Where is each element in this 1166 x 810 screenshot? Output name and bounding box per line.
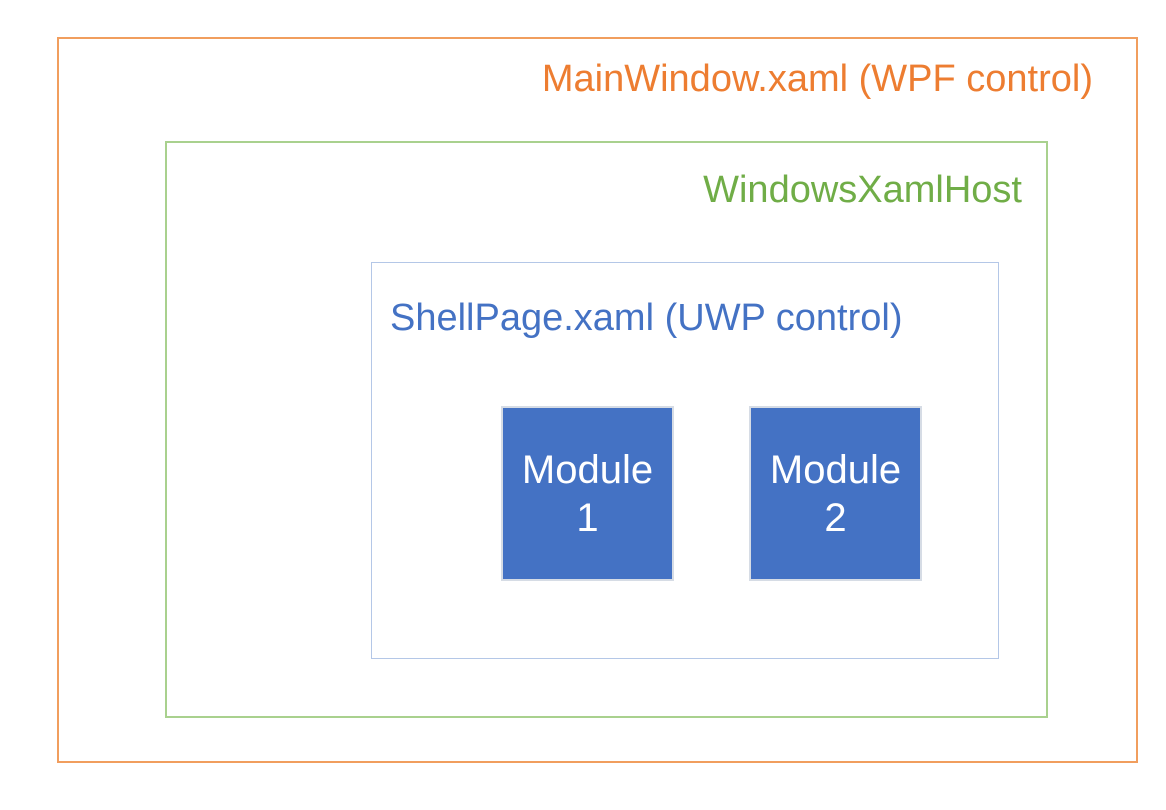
windowsxamlhost-label: WindowsXamlHost [703,169,1022,211]
module-1-box: Module 1 [501,406,674,581]
module-1-label-line1: Module [521,447,654,492]
module-2-label-line1: Module [769,447,902,492]
mainwindow-wpf-box: MainWindow.xaml (WPF control) WindowsXam… [57,37,1138,763]
module-1-label-line2: 1 [576,495,599,540]
shellpage-uwp-label: ShellPage.xaml (UWP control) [390,297,903,339]
module-2-label-line2: 2 [824,495,847,540]
windowsxamlhost-box: WindowsXamlHost ShellPage.xaml (UWP cont… [165,141,1048,718]
shellpage-uwp-box: ShellPage.xaml (UWP control) Module 1 Mo… [371,262,999,659]
module-2-box: Module 2 [749,406,922,581]
mainwindow-wpf-label: MainWindow.xaml (WPF control) [541,58,1093,100]
